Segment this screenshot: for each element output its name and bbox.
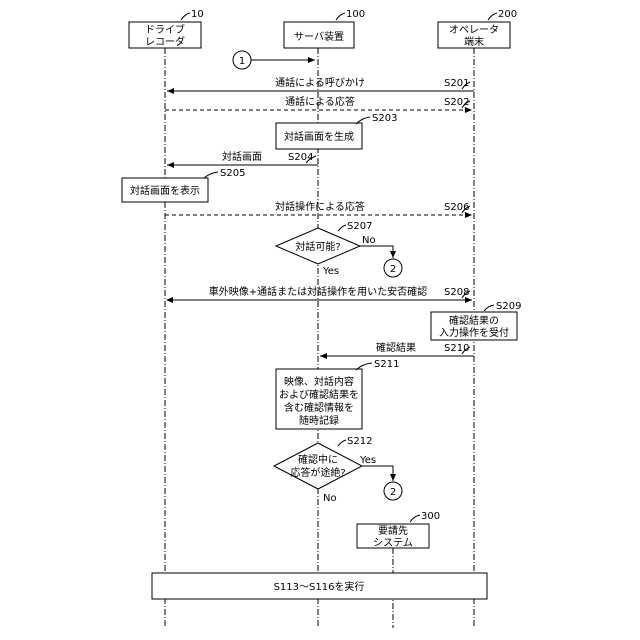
process-text: 入力操作を受付 [439, 326, 509, 339]
process-text: および確認結果を [279, 388, 359, 401]
step-label: S212 [347, 436, 372, 447]
svg-text:2: 2 [390, 264, 396, 275]
branch-yes-label: Yes [359, 455, 376, 466]
message-label: 確認結果 [376, 341, 416, 354]
actor-request-system-line1: 要請先 [378, 524, 408, 537]
ref-number: 10 [191, 9, 204, 20]
connector-2: 2 [384, 259, 402, 277]
branch-no-label: No [362, 235, 376, 246]
decision-text: 対話可能? [295, 240, 340, 253]
final-step-label: S113〜S116を実行 [274, 580, 365, 593]
actor-operator-line2: 端末 [464, 35, 484, 48]
final-step-box: S113〜S116を実行 [152, 573, 487, 599]
message-label: 通話による応答 [285, 95, 355, 108]
step-label: S208 [444, 287, 469, 298]
step-label: S201 [444, 78, 469, 89]
actor-drive-recorder-line2: レコーダ [145, 35, 185, 48]
message-s204: 対話画面 S204 [167, 150, 318, 165]
message-label: 対話操作による応答 [275, 200, 365, 213]
decision-text: 応答が途絶? [290, 466, 345, 479]
process-s211: 映像、対話内容 および確認結果を 含む確認情報を 随時記録 S211 [276, 359, 399, 429]
ref-number: 300 [421, 511, 440, 522]
step-label: S211 [374, 359, 399, 370]
step-label: S202 [444, 97, 469, 108]
process-text: 映像、対話内容 [284, 375, 354, 388]
ref-number: 100 [346, 9, 365, 20]
actor-server-label: サーバ装置 [294, 30, 344, 43]
ref-number: 200 [498, 9, 517, 20]
message-s202: 通話による応答 S202 [165, 95, 472, 110]
actor-operator-line1: オペレータ [449, 24, 499, 36]
message-label: 対話画面 [222, 150, 262, 163]
branch-no-label: No [323, 493, 337, 504]
message-s208: 車外映像+通話または対話操作を用いた安否確認 S208 [167, 285, 472, 300]
message-label: 車外映像+通話または対話操作を用いた安否確認 [209, 285, 427, 298]
message-s201: 通話による呼びかけ S201 [167, 76, 474, 91]
process-text: 含む確認情報を [284, 401, 354, 414]
step-label: S203 [372, 113, 397, 124]
process-text: 対話画面を表示 [130, 184, 200, 197]
actor-server: サーバ装置 100 [284, 9, 365, 48]
step-label: S210 [444, 343, 469, 354]
connector-1: 1 [233, 51, 315, 69]
step-label: S205 [220, 168, 245, 179]
connector-2: 2 [384, 482, 402, 500]
svg-text:1: 1 [239, 56, 245, 67]
decision-text: 確認中に [298, 453, 338, 466]
decision-s212: 確認中に 応答が途絶? S212 Yes No [274, 436, 393, 504]
process-s203: 対話画面を生成 S203 [276, 113, 397, 149]
process-text: 随時記録 [299, 414, 339, 427]
actor-request-system-line2: システム [373, 537, 413, 549]
actor-drive-recorder-line1: ドライブ [145, 23, 185, 36]
process-text: 確認結果の [449, 314, 499, 327]
step-label: S207 [347, 221, 372, 232]
actor-operator-terminal: オペレータ 端末 200 [438, 9, 517, 48]
actor-drive-recorder: ドライブ レコーダ 10 [129, 9, 204, 48]
step-label: S209 [496, 301, 521, 312]
branch-yes-label: Yes [322, 266, 339, 277]
decision-s207: 対話可能? S207 No Yes [276, 221, 393, 277]
process-s205: 対話画面を表示 S205 [122, 168, 245, 202]
process-s209: 確認結果の 入力操作を受付 S209 [431, 301, 521, 340]
process-text: 対話画面を生成 [284, 130, 354, 143]
message-s206: 対話操作による応答 S206 [165, 200, 472, 215]
message-label: 通話による呼びかけ [275, 76, 365, 89]
message-s210: 確認結果 S210 [320, 341, 474, 356]
step-label: S206 [444, 202, 469, 213]
svg-text:2: 2 [390, 487, 396, 498]
actor-request-system: 要請先 システム 300 [357, 511, 440, 549]
step-label: S204 [288, 152, 313, 163]
